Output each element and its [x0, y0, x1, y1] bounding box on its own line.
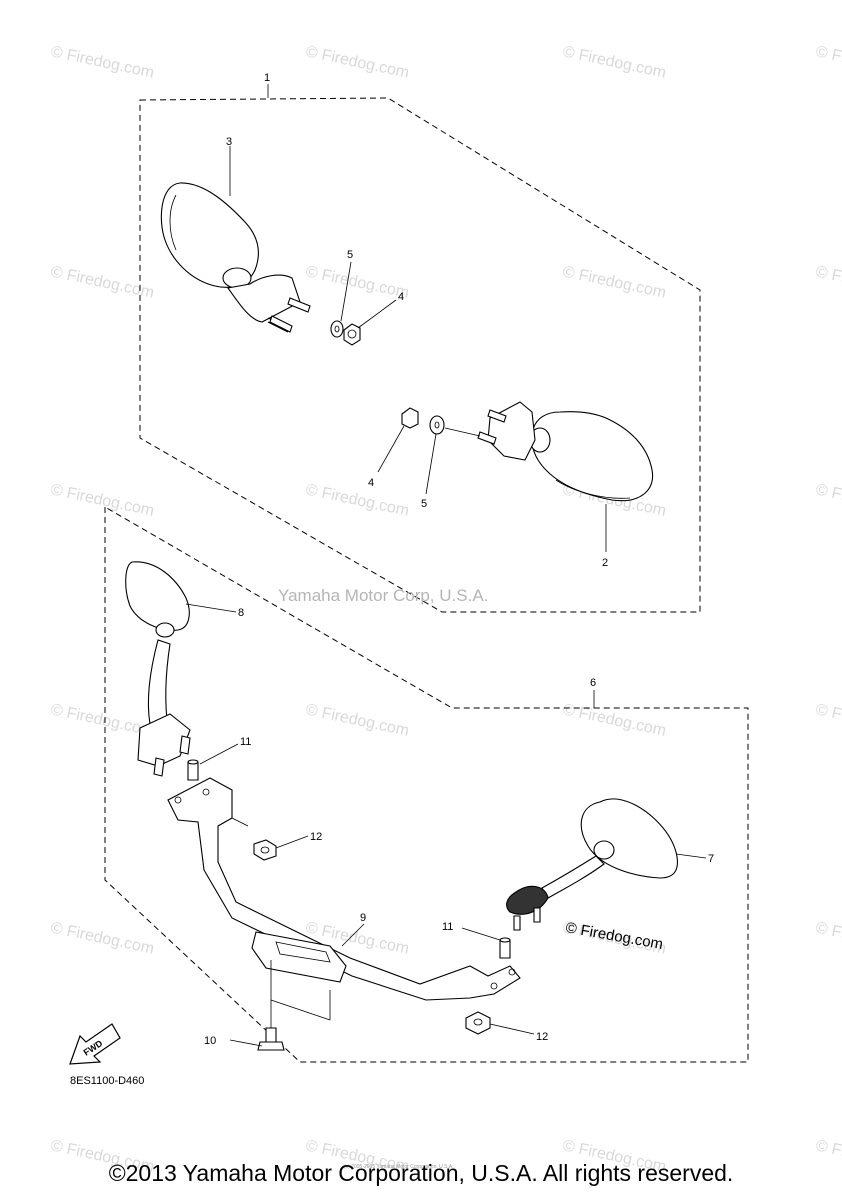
watermark: © Firedog.com: [814, 701, 842, 739]
washer-part-5-lower: [429, 415, 445, 435]
callout-12-lower: 12: [536, 1031, 548, 1043]
watermark: © Firedog.com: [561, 263, 667, 301]
callout-4-lower: 4: [368, 477, 374, 489]
watermark: © Firedog.com: [814, 43, 842, 81]
group-outline-1: [139, 97, 701, 613]
mirror-part-3: [160, 182, 311, 333]
watermark: © Firedog.com: [814, 263, 842, 301]
callout-9: 9: [360, 912, 366, 924]
watermark: © Firedog.com: [304, 481, 410, 519]
nut-part-12-lower: [465, 1011, 491, 1035]
callout-4-upper: 4: [398, 291, 404, 303]
copyright-notice: ©2013 Yamaha Motor Corporation, U.S.A. A…: [108, 1160, 734, 1186]
leader-lines: [185, 84, 707, 1047]
firedog-label: © Firedog.com: [564, 919, 664, 953]
watermark: © Firedog.com: [561, 701, 667, 739]
mirror-part-2: [477, 401, 654, 502]
callout-12-upper: 12: [310, 831, 322, 843]
stay-part-9: [167, 777, 521, 1001]
washer-part-5-upper: [330, 320, 344, 338]
axis-line: [444, 427, 481, 437]
watermark: © Firedog.com: [304, 263, 410, 301]
callout-11-upper: 11: [240, 736, 251, 748]
watermark: © Firedog.com: [304, 701, 410, 739]
bolt-part-10: [257, 960, 331, 1051]
callout-1: 1: [264, 72, 270, 84]
mirror-part-7: [506, 798, 678, 931]
watermark: © Firedog.com: [49, 481, 155, 519]
collar-part-11-upper: [187, 759, 199, 781]
diagram-code: 8ES1100-D460: [70, 1075, 144, 1087]
nut-part-12-upper: [253, 839, 277, 861]
nut-part-4-lower: [401, 407, 419, 429]
nut-part-4-upper: [343, 323, 361, 346]
group-outline-6: [104, 506, 749, 1063]
callout-2: 2: [602, 557, 608, 569]
callout-3: 3: [226, 136, 232, 148]
tiny-notice: (c) 2005-2015 Yamaha Motor Corporation, …: [344, 1164, 454, 1170]
watermark: © Firedog.com: [814, 919, 842, 957]
watermark: © Firedog.com: [304, 43, 410, 81]
callout-10: 10: [204, 1035, 216, 1047]
callout-11-lower: 11: [442, 921, 453, 933]
watermark: © Firedog.com: [49, 919, 155, 957]
callout-5-lower: 5: [421, 498, 427, 510]
watermark: © Firedog.com: [561, 43, 667, 81]
fwd-arrow-icon: FWD: [69, 1023, 121, 1065]
callout-8: 8: [238, 607, 244, 619]
collar-part-11-lower: [499, 937, 511, 959]
callout-5-upper: 5: [347, 249, 353, 261]
callout-6: 6: [590, 677, 596, 689]
callout-7: 7: [708, 853, 714, 865]
watermark: © Firedog.com: [49, 43, 155, 81]
watermark: © Firedog.com: [814, 481, 842, 519]
center-watermark: Yamaha Motor Corp, U.S.A.: [278, 586, 488, 605]
mirror-part-8: [125, 561, 191, 777]
